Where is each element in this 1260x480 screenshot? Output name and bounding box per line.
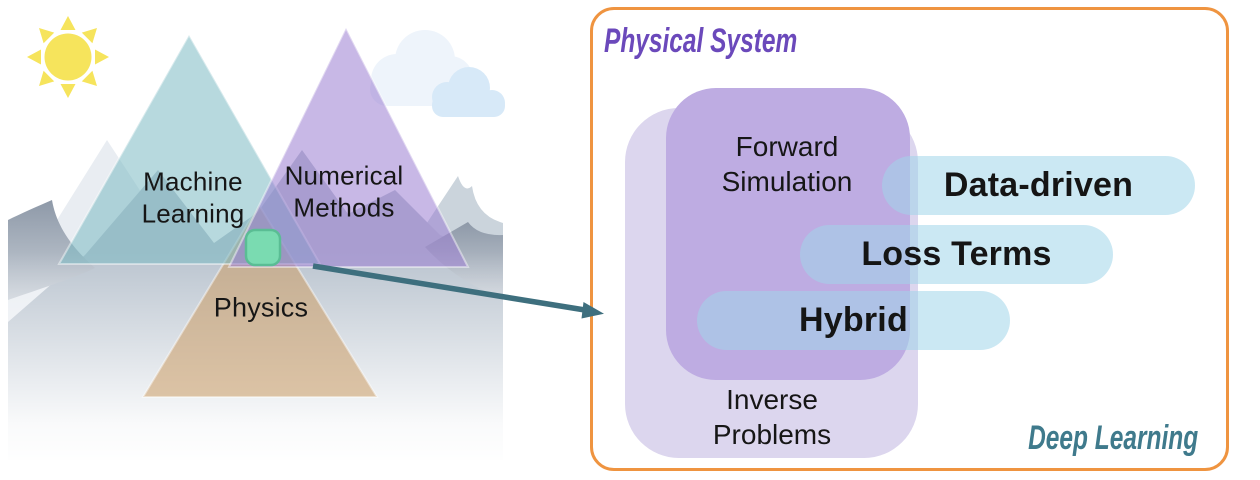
physical-system-panel <box>590 7 1229 471</box>
deep-learning-title: Deep Learning <box>1027 419 1198 457</box>
physics-label: Physics <box>213 292 309 323</box>
numerical-methods-triangle <box>227 25 470 268</box>
forward-simulation-label: Forward Simulation <box>721 131 853 197</box>
pill-data-driven: Data-driven <box>882 156 1195 215</box>
pill-hybrid-label: Hybrid <box>799 301 908 339</box>
rounded-square-marker <box>244 228 282 267</box>
venn-triangles <box>57 25 470 398</box>
arrow-right-icon <box>312 263 604 319</box>
physical-system-title: Physical System <box>604 22 798 60</box>
pill-data-driven-label: Data-driven <box>943 166 1134 204</box>
pill-loss-terms: Loss Terms <box>800 225 1113 284</box>
sun-icon <box>27 16 109 98</box>
pill-hybrid: Hybrid <box>697 291 1010 350</box>
inverse-problems-label: Inverse Problems <box>712 384 832 450</box>
pill-loss-terms-label: Loss Terms <box>861 235 1052 273</box>
numerical-methods-label: Numerical Methods <box>284 160 404 222</box>
cloud-icon <box>370 30 505 117</box>
machine-learning-label: Machine Learning <box>141 166 245 228</box>
